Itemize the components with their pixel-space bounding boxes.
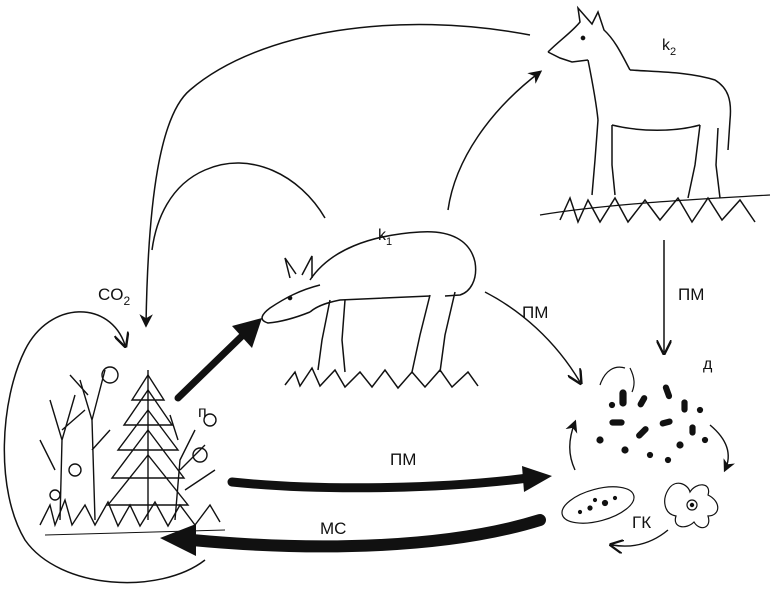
- deer-illustration: [262, 232, 478, 388]
- arrow-deer-to-wolf: [448, 72, 540, 210]
- decomposer-cycle-right: [710, 425, 728, 470]
- pm-bottom-label: ПМ: [390, 450, 416, 469]
- co2-label: CO2: [98, 285, 131, 308]
- forest-illustration: [40, 367, 225, 535]
- decomposers-illustration: [558, 367, 718, 530]
- decomposer-cycle-bottom: [612, 530, 668, 546]
- gk-label: ГК: [632, 513, 651, 532]
- pm-right-label: ПМ: [678, 285, 704, 304]
- wolf-illustration: [540, 8, 770, 222]
- consumer2-label: k2: [662, 37, 676, 58]
- arrow-producers-to-decomposers: [232, 478, 528, 488]
- decomposers-label: д: [703, 356, 713, 373]
- consumer1-label: k1: [378, 227, 392, 248]
- ms-label: МС: [320, 519, 346, 538]
- decomposer-cycle-left: [570, 422, 575, 470]
- arrow-producers-to-deer: [178, 336, 242, 398]
- arrow-deer-to-co2: [152, 163, 325, 250]
- producers-label: п: [198, 404, 207, 421]
- arrow-decomposers-to-producers: [192, 520, 540, 546]
- pm-center-label: ПМ: [522, 303, 548, 322]
- arrow-wolf-to-co2: [146, 24, 530, 325]
